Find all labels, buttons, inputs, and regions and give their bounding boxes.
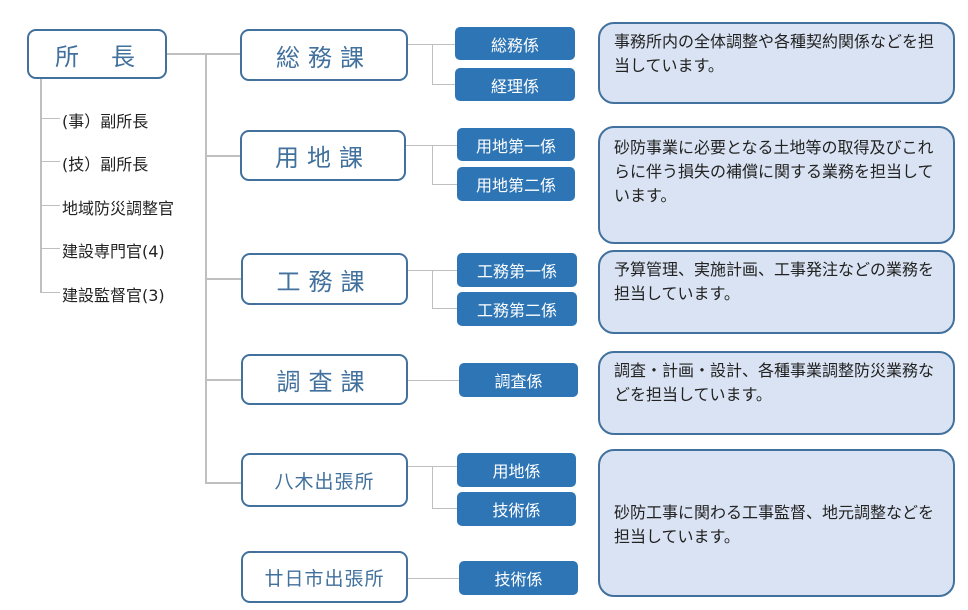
dept-yagi-office: 八木出張所 [241, 453, 408, 507]
dept-koumu: 工務課 [241, 253, 408, 305]
staff-item: (事）副所長 [62, 112, 149, 131]
unit-box: 用地係 [457, 453, 576, 487]
connector [432, 184, 457, 185]
unit-box: 技術係 [457, 492, 576, 526]
connector [408, 44, 455, 45]
connector [406, 145, 457, 146]
connector [40, 79, 42, 293]
description-box: 予算管理、実施計画、工事発注などの業務を担当しています。 [598, 250, 955, 334]
description-box: 調査・計画・設計、各種事業調整防災業務などを担当しています。 [598, 351, 955, 435]
staff-item: 建設監督官(3) [62, 286, 165, 305]
connector [205, 155, 240, 157]
connector [432, 44, 433, 85]
connector [205, 482, 241, 484]
unit-box: 工務第二係 [457, 292, 577, 326]
connector [432, 466, 433, 509]
connector [432, 508, 457, 509]
dept-hatsukaichi-office: 廿日市出張所 [241, 551, 408, 603]
unit-box: 用地第二係 [457, 167, 575, 201]
description-box: 事務所内の全体調整や各種契約関係などを担当しています。 [598, 22, 955, 104]
connector [432, 308, 457, 309]
unit-box: 用地第一係 [457, 128, 575, 161]
connector [167, 53, 240, 55]
unit-box: 技術係 [459, 561, 578, 595]
unit-box: 総務係 [455, 27, 575, 60]
description-box: 砂防事業に必要となる土地等の取得及びこれらに伴う損失の補償に関する業務を担当して… [598, 126, 955, 244]
description-box: 砂防工事に関わる工事監督、地元調整などを担当しています。 [598, 449, 955, 597]
connector [40, 292, 60, 293]
connector [40, 248, 60, 249]
connector [205, 278, 241, 280]
unit-box: 工務第一係 [457, 253, 577, 287]
director-box: 所 長 [27, 29, 167, 79]
connector [205, 379, 241, 381]
dept-soumu: 総務課 [240, 29, 408, 81]
connector [408, 380, 459, 381]
unit-box: 調査係 [459, 363, 578, 397]
connector [408, 578, 459, 579]
connector [40, 161, 60, 162]
staff-item: (技）副所長 [62, 155, 149, 174]
dept-youchi: 用地課 [240, 130, 406, 181]
connector [40, 118, 60, 119]
staff-item: 建設専門官(4) [62, 242, 165, 261]
unit-box: 経理係 [455, 68, 575, 101]
connector [432, 145, 433, 185]
connector [40, 205, 60, 206]
connector [205, 54, 207, 484]
staff-item: 地域防災調整官 [62, 199, 175, 218]
connector [432, 270, 433, 309]
dept-chousa: 調査課 [241, 354, 408, 405]
connector [432, 84, 455, 85]
